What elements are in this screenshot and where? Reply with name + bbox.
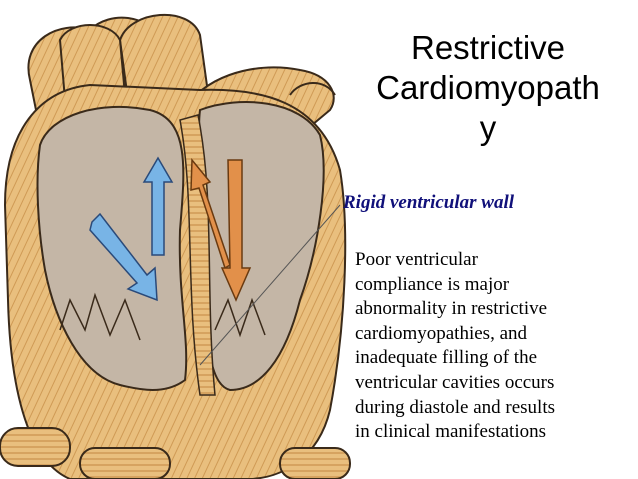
callout-label: Rigid ventricular wall — [343, 192, 515, 213]
ventricular-septum — [179, 114, 216, 396]
bullet-text: Poor ventricular compliance is major abn… — [355, 248, 638, 445]
blood-flow-arrow — [89, 212, 158, 302]
bullet-line: ventricular cavities occurs — [355, 371, 555, 393]
bullet-line: cardiomyopathies, and — [355, 322, 528, 344]
blood-flow-arrow — [190, 157, 231, 270]
bullet-line: inadequate filling of the — [355, 347, 538, 369]
lower-vessels — [0, 427, 351, 479]
blood-flow-arrow — [220, 159, 252, 302]
bullet-line: Poor ventricular — [355, 249, 478, 270]
title-line: y — [479, 109, 497, 146]
blood-flow-arrow — [142, 156, 174, 256]
title-line: Cardiomyopath — [376, 69, 600, 106]
callout-leader-line — [199, 204, 341, 366]
bullet-line: abnormality in restrictive — [355, 298, 548, 320]
bullet-marker — [330, 248, 342, 270]
bullet-line: in clinical manifestations — [355, 421, 547, 443]
bullet-line: during diastole and results — [355, 396, 555, 418]
title-line: Restrictive — [410, 29, 566, 66]
slide-title: Restrictive Cardiomyopath y — [340, 28, 636, 148]
bullet-line: compliance is major — [355, 273, 510, 295]
